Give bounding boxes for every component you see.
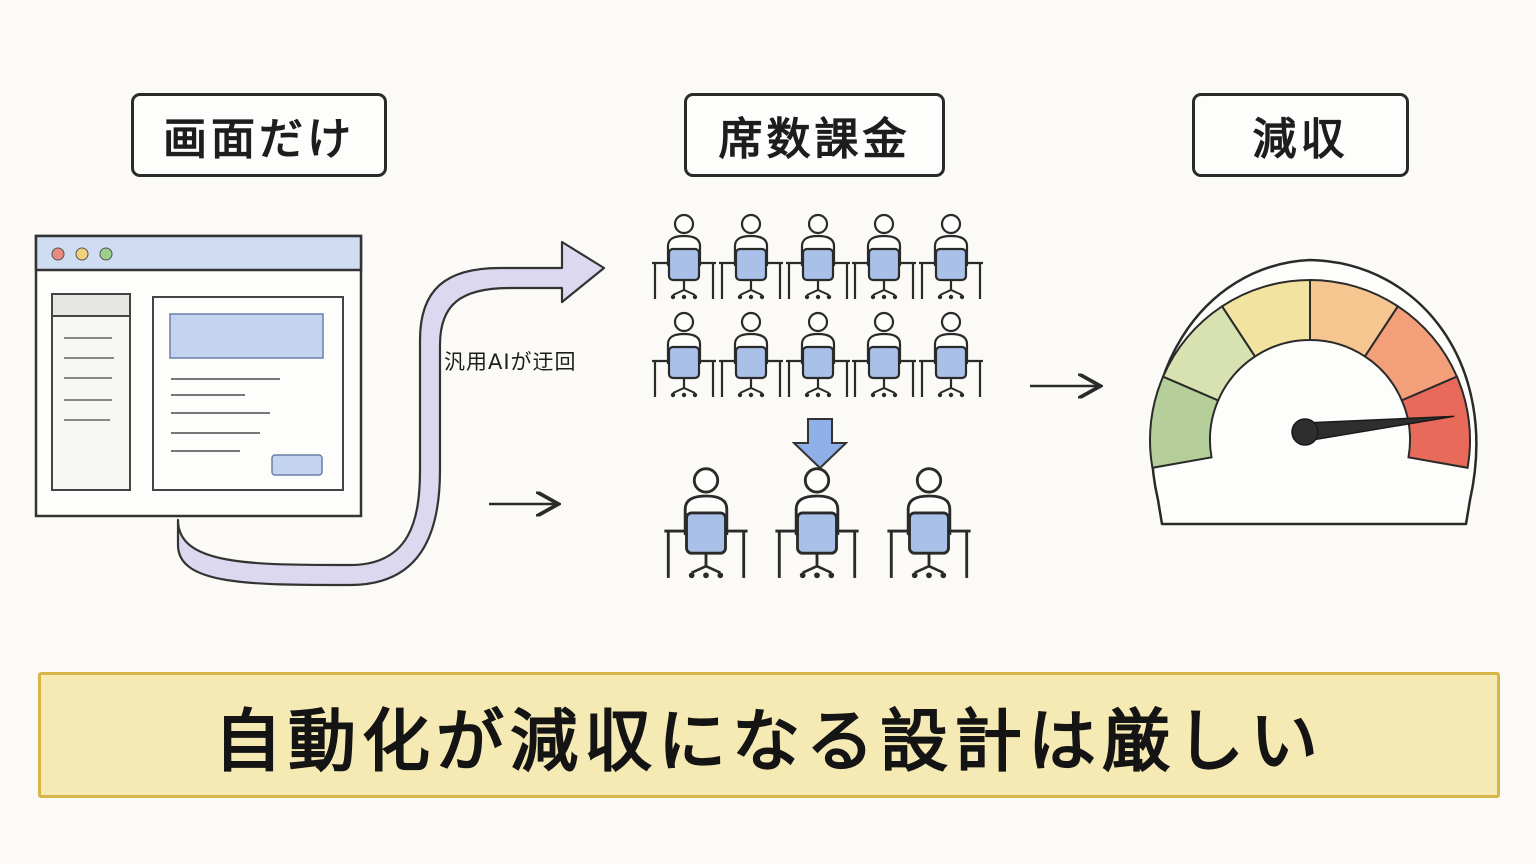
detour-arrow (176, 240, 606, 587)
seated-person-icon (719, 311, 783, 398)
revenue-loss-label-text: 減収 (1252, 114, 1349, 165)
seated-person-icon (919, 213, 983, 300)
detour-label: 汎用AIが迂回 (444, 350, 577, 374)
conclusion-banner: 自動化が減収になる設計は厳しい (38, 672, 1500, 798)
gauge-needle-hub (1291, 418, 1319, 446)
browser-window-icon (34, 234, 363, 518)
seat-billing-label-text: 席数課金 (718, 114, 911, 165)
reduction-down-arrow (791, 418, 849, 470)
window-button-block (271, 454, 323, 476)
seated-person-icon (786, 213, 850, 300)
conclusion-text: 自動化が減収になる設計は厳しい (213, 702, 1324, 782)
screen-only-label: 画面だけ (131, 93, 387, 177)
seats-group-after (664, 467, 971, 579)
seated-person-icon (652, 311, 716, 398)
gauge-segments (1149, 278, 1471, 469)
revenue-loss-label: 減収 (1192, 93, 1409, 177)
seated-person-icon (786, 311, 850, 398)
seated-person-icon (664, 467, 748, 579)
window-minimize-dot (75, 247, 89, 261)
window-maximize-dot (99, 247, 113, 261)
screen-only-label-text: 画面だけ (163, 114, 355, 165)
window-header-block (169, 313, 324, 359)
speedometer-icon (1149, 258, 1478, 526)
seated-person-icon (887, 467, 971, 579)
seats-group-before (652, 213, 983, 398)
gauge-segment-6 (1400, 375, 1471, 469)
seated-person-icon (852, 311, 916, 398)
seated-person-icon (852, 213, 916, 300)
seated-person-icon (919, 311, 983, 398)
window-sidebar (51, 293, 131, 491)
seated-person-icon (719, 213, 783, 300)
gauge-needle (1291, 415, 1455, 446)
seated-person-icon (775, 467, 859, 579)
seat-billing-label: 席数課金 (684, 93, 945, 177)
seated-person-icon (652, 213, 716, 300)
window-close-dot (51, 247, 65, 261)
